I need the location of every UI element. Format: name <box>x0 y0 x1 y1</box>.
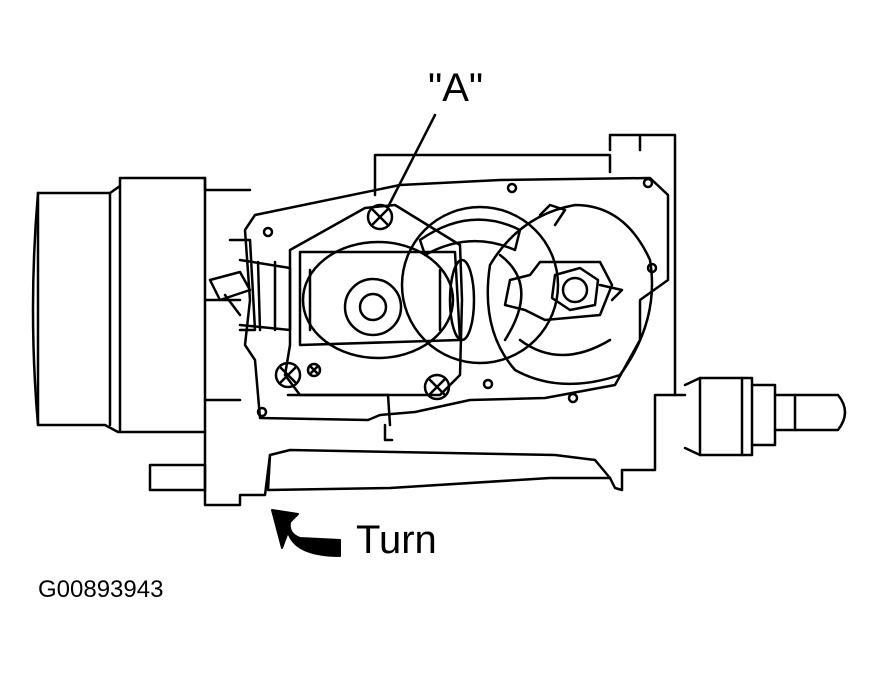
turn-arrow-icon <box>271 509 341 557</box>
figure-id: G00893943 <box>38 576 164 603</box>
callout-label-a: "A" <box>428 66 484 110</box>
leader-line-a <box>386 113 437 209</box>
screw-a <box>366 203 394 231</box>
cam-assembly <box>486 203 654 386</box>
screw-lower-left <box>274 361 322 389</box>
throttle-valve-section <box>400 205 560 365</box>
outlet-tube <box>683 376 847 457</box>
intake-tube <box>31 176 252 434</box>
screw-lower-right <box>423 373 451 401</box>
cover-plate <box>243 176 670 442</box>
turn-label: Turn <box>356 518 437 562</box>
